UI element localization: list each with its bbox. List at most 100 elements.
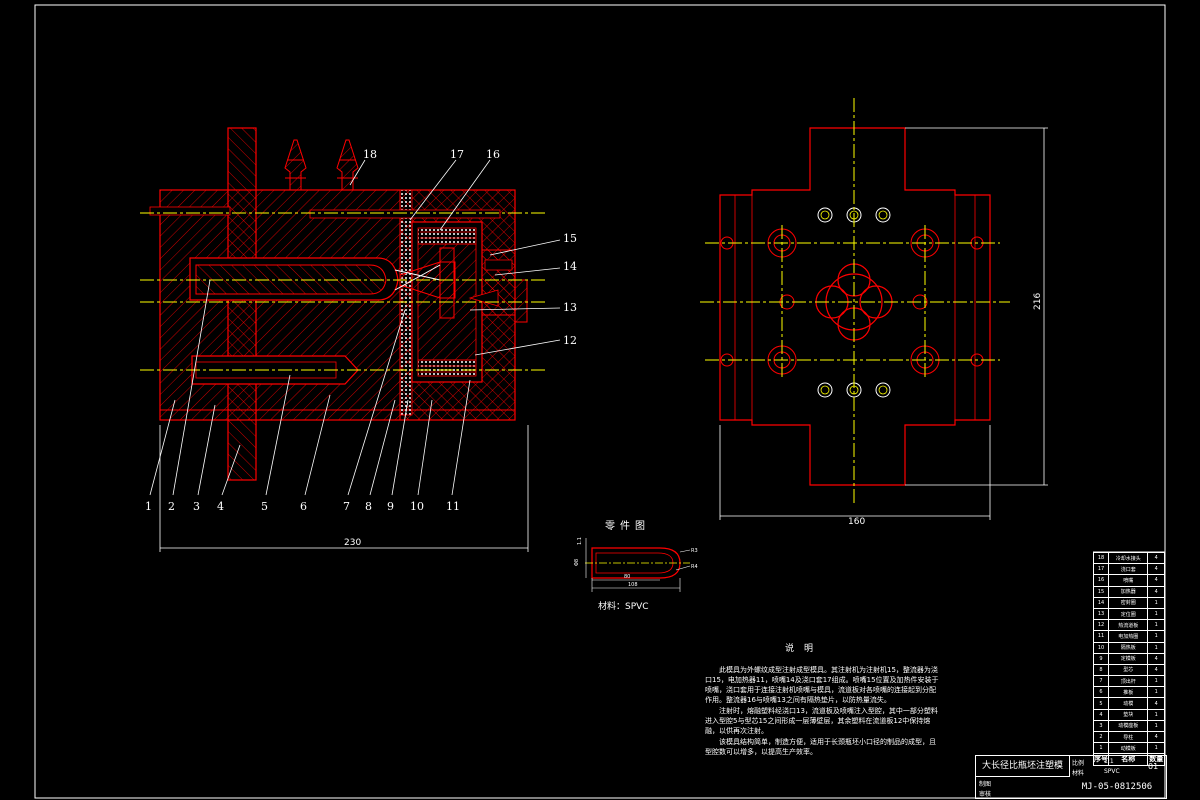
bom-no: 6 [1093,686,1109,699]
callout-16: 16 [486,148,500,161]
bom-no: 3 [1093,719,1109,733]
material-label: 材料 [1072,770,1085,777]
checked-label: 审核 [979,791,992,798]
callout-17: 17 [450,148,464,161]
dim-plan-height: 216 [1033,293,1043,310]
bom-qty: 1 [1147,619,1165,632]
bom-name: 冷却水接头 [1107,551,1149,565]
bom-qty: 4 [1147,585,1165,598]
bom-no: 12 [1093,619,1109,632]
bom-no: 4 [1093,708,1109,721]
callout-7: 7 [343,500,350,513]
bom-no: 9 [1093,652,1109,665]
part-drawing-title: 零件图 [605,521,650,532]
bom-qty: 1 [1147,630,1165,643]
bom-qty: 4 [1147,551,1165,565]
notes-title: 说明 [785,644,824,654]
bom-header-cell: 数量 [1147,753,1165,766]
bom-qty: 4 [1147,697,1165,710]
drawn-label: 制图 [979,781,992,788]
bom-name: 动模板 [1107,742,1149,755]
part-dim-side: 1.1 [577,537,583,545]
bom-qty: 4 [1147,730,1165,744]
plan-dimensions [719,127,1048,520]
section-centerlines [140,212,545,371]
bom-name: 垫块 [1107,708,1149,721]
bom-qty: 1 [1147,596,1165,609]
callout-15: 15 [563,232,577,245]
callout-2: 2 [168,500,175,513]
bom-name: 隔热板 [1107,641,1149,654]
part-dim-r2: R4 [691,564,698,570]
dim-section-width: 230 [344,538,361,548]
bom-name: 热流道板 [1107,619,1149,632]
callout-8: 8 [365,500,372,513]
bom-qty: 4 [1147,563,1165,576]
section-view: 230 1 2 3 4 5 6 7 8 9 10 11 12 13 14 15 … [140,127,577,552]
bom-name: 浇口套 [1107,563,1149,576]
callout-14: 14 [563,260,577,273]
bom-qty: 1 [1147,742,1165,755]
part-material: 材料：SPVC [598,602,649,612]
bom-qty: 1 [1147,719,1165,733]
heater-elements [420,231,476,373]
bom-name: 密封圈 [1107,596,1149,609]
bom-name: 加热器 [1107,585,1149,598]
bom-qty: 1 [1147,641,1165,654]
drawing-code: MJ-05-0812506 [1081,782,1153,792]
callout-12: 12 [563,334,577,347]
callout-18: 18 [363,148,377,161]
callout-9: 9 [387,500,394,513]
bom-no: 14 [1093,596,1109,609]
bom-name: 喷嘴 [1107,574,1149,587]
part-dim-r1: R3 [691,548,698,554]
callout-3: 3 [193,500,200,513]
bom-name: 动模座板 [1107,719,1149,733]
bom-header: 序号名称数量 [1093,753,1165,766]
bom-qty: 4 [1147,652,1165,665]
scale-label: 比例 [1072,760,1085,767]
drawing-name: 大长径比瓶坯注塑模 [976,756,1070,777]
notes-body: 此模具为外螺纹成型注射成型模具。其注射机为注射机15，整流器为浇口15，电加热器… [705,665,940,758]
part-dim-length: 80 [624,574,630,580]
plan-view: 160 216 [700,98,1048,527]
callout-1: 1 [145,500,152,513]
scale-value: 1:1 [1104,758,1114,765]
bom-name: 电加热圈 [1107,630,1149,643]
bom-no: 7 [1093,675,1109,688]
leader-lines [149,159,561,496]
bom-no: 1 [1093,742,1109,755]
bom-name: 顶出杆 [1107,675,1149,688]
plan-centerlines [700,98,1010,505]
bom-no: 5 [1093,697,1109,710]
bom-name: 推板 [1107,686,1149,699]
plan-outline [719,127,991,486]
material-value: SPVC [1104,768,1120,775]
callout-11: 11 [446,500,460,513]
callout-10: 10 [410,500,424,513]
bom-qty: 1 [1147,686,1165,699]
bom-name: 定位圈 [1107,607,1149,621]
bom-no: 10 [1093,641,1109,654]
clamp-plate [227,127,257,481]
bom-name: 动模 [1107,697,1149,710]
callout-5: 5 [261,500,268,513]
bom-no: 18 [1093,551,1109,565]
bom-qty: 1 [1147,607,1165,621]
callout-numbers: 1 2 3 4 5 6 7 8 9 10 11 12 13 14 15 16 1… [145,148,577,513]
bom-qty: 4 [1147,574,1165,587]
notes-paragraph-2: 注射时，熔融塑料经浇口13，流道板及喷嘴注入型腔，其中一部分塑料进入型腔5与型芯… [705,707,938,735]
